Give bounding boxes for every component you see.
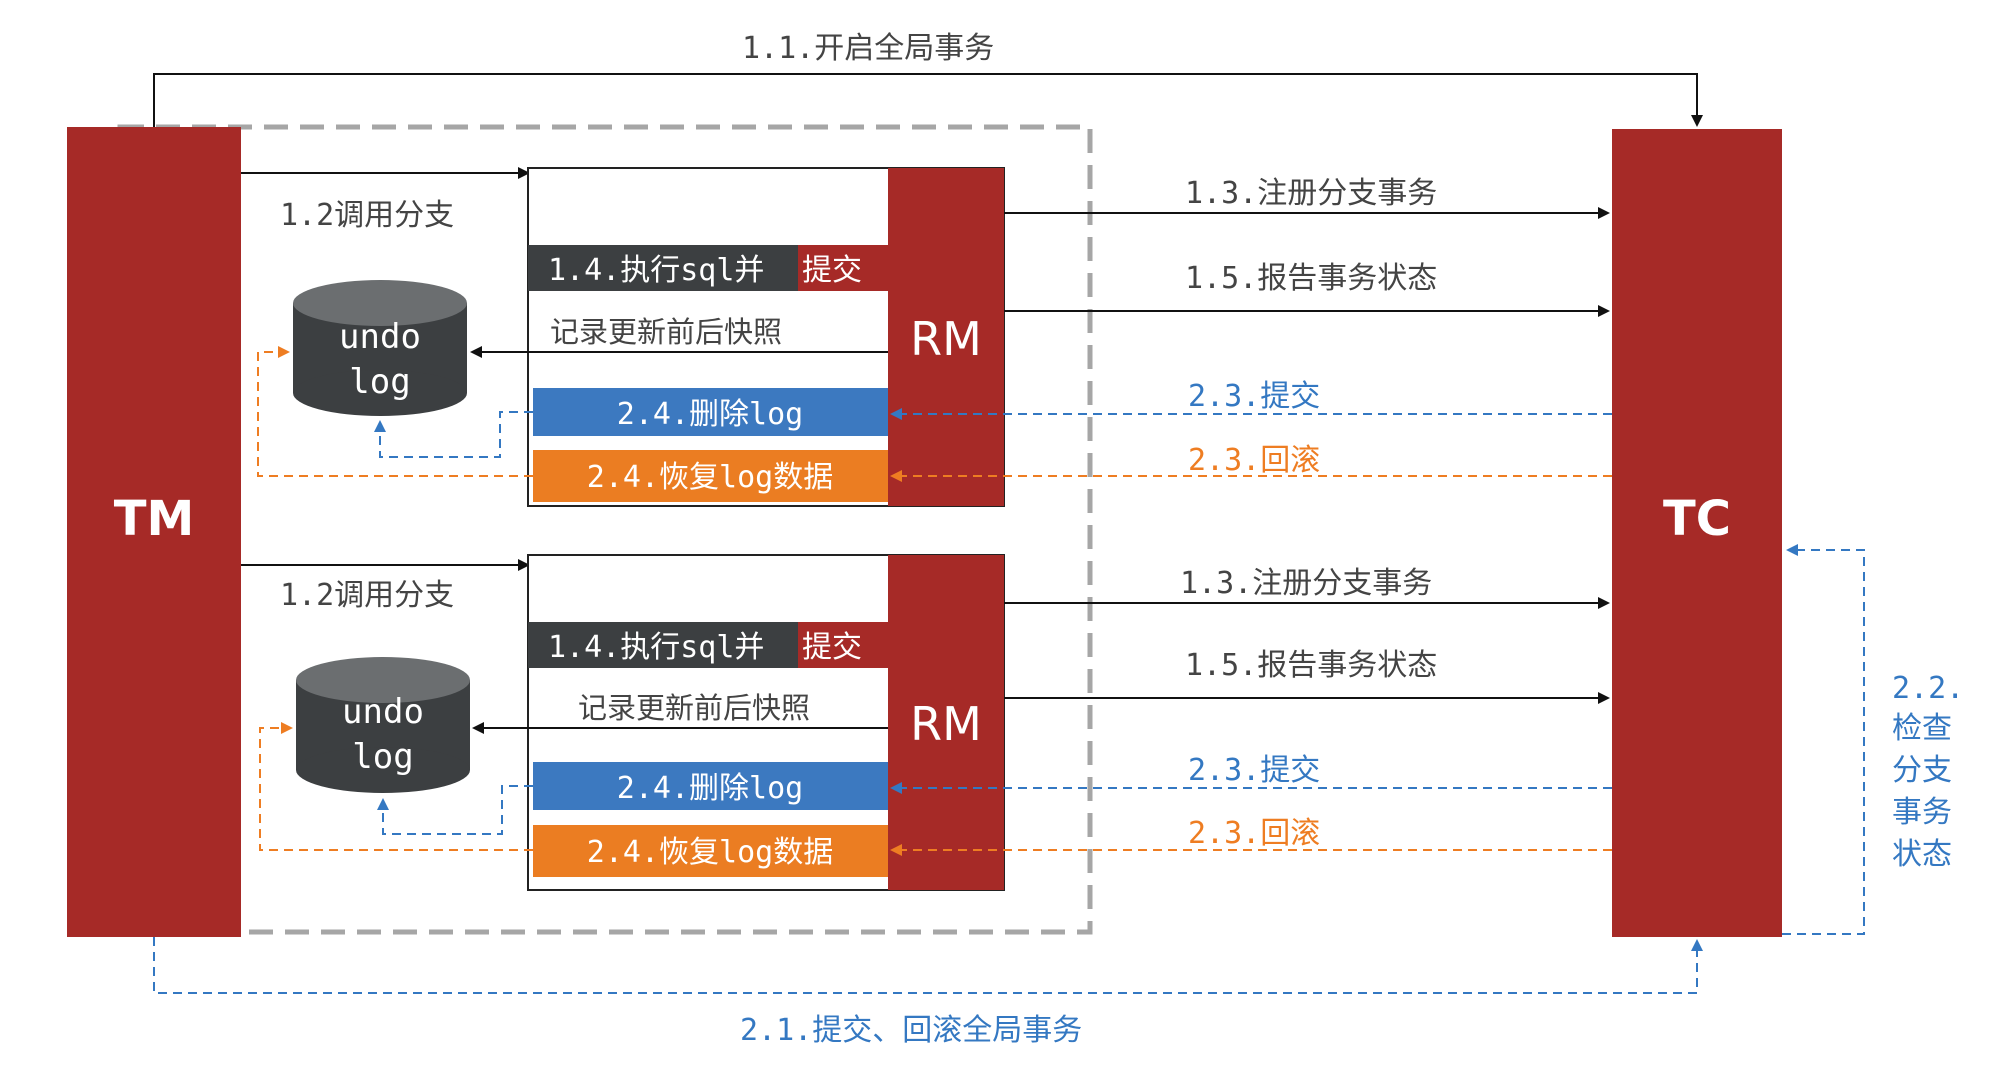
label-report-status: 1.5.报告事务状态 [1185,648,1437,683]
label-delete-log: 2.4.删除log [617,771,803,806]
rm-label: RM [910,312,982,366]
branch-top: 1.2调用分支 RM 1.4.执行sql并 提交 记录更新前后快照 2.4.删除… [241,167,1612,507]
label-call-branch: 1.2调用分支 [280,578,454,613]
label-check-line5: 状态 [1892,837,1952,872]
arrow-restore-undo [257,346,533,477]
label-register-branch: 1.3.注册分支事务 [1185,176,1437,211]
exec-sql-commit-box [798,622,888,668]
arrow-start-global [153,73,1703,127]
tc-label: TC [1663,491,1731,547]
arrow-delete-undo [374,411,533,458]
undo-label: undo [342,692,424,732]
log-label: log [352,737,413,777]
exec-sql-box [528,245,798,291]
label-global-commit-rollback: 2.1.提交、回滚全局事务 [740,1013,1082,1048]
label-start-global: 1.1.开启全局事务 [742,31,994,66]
tm-label: TM [114,491,195,547]
tm-node [67,127,241,937]
tc-node [1612,129,1782,937]
label-check-line4: 事务 [1892,795,1952,830]
delete-log-box [533,762,888,810]
rm-label: RM [910,697,982,751]
arrow-check-branch-status [1782,544,1865,935]
label-tc-commit: 2.3.提交 [1188,753,1320,788]
label-check-line2: 检查 [1892,711,1952,746]
branch-bottom: 1.2调用分支 RM 1.4.执行sql并 提交 记录更新前后快照 2.4.删除… [241,554,1612,891]
label-tc-rollback: 2.3.回滚 [1188,816,1320,851]
label-tc-commit: 2.3.提交 [1188,379,1320,414]
label-exec-sql: 1.4.执行sql并 [548,630,764,665]
label-delete-log: 2.4.删除log [617,397,803,432]
exec-sql-commit-box [798,245,888,291]
label-restore-log: 2.4.恢复log数据 [587,460,833,495]
label-record-snapshot: 记录更新前后快照 [578,691,810,725]
arrow-restore-undo [259,722,533,851]
label-exec-sql-commit: 提交 [802,630,862,665]
label-check-line1: 2.2. [1892,671,1964,706]
arrow-global-commit-rollback [153,937,1703,994]
restore-log-box [533,450,888,502]
label-restore-log: 2.4.恢复log数据 [587,835,833,870]
label-exec-sql-commit: 提交 [802,253,862,288]
log-label: log [349,362,410,402]
label-call-branch: 1.2调用分支 [280,198,454,233]
delete-log-box [533,388,888,436]
rm-node [888,168,1004,506]
undo-log-db: undo log [293,280,467,416]
label-exec-sql: 1.4.执行sql并 [548,253,764,288]
restore-log-box [533,825,888,877]
label-record-snapshot: 记录更新前后快照 [550,315,782,349]
undo-log-db: undo log [296,657,470,793]
rm-node [888,555,1004,890]
exec-sql-box [528,622,798,668]
label-register-branch: 1.3.注册分支事务 [1180,566,1432,601]
arrow-delete-undo [377,785,533,835]
label-report-status: 1.5.报告事务状态 [1185,261,1437,296]
label-check-line3: 分支 [1892,753,1952,788]
label-tc-rollback: 2.3.回滚 [1188,443,1320,478]
undo-label: undo [339,317,421,357]
